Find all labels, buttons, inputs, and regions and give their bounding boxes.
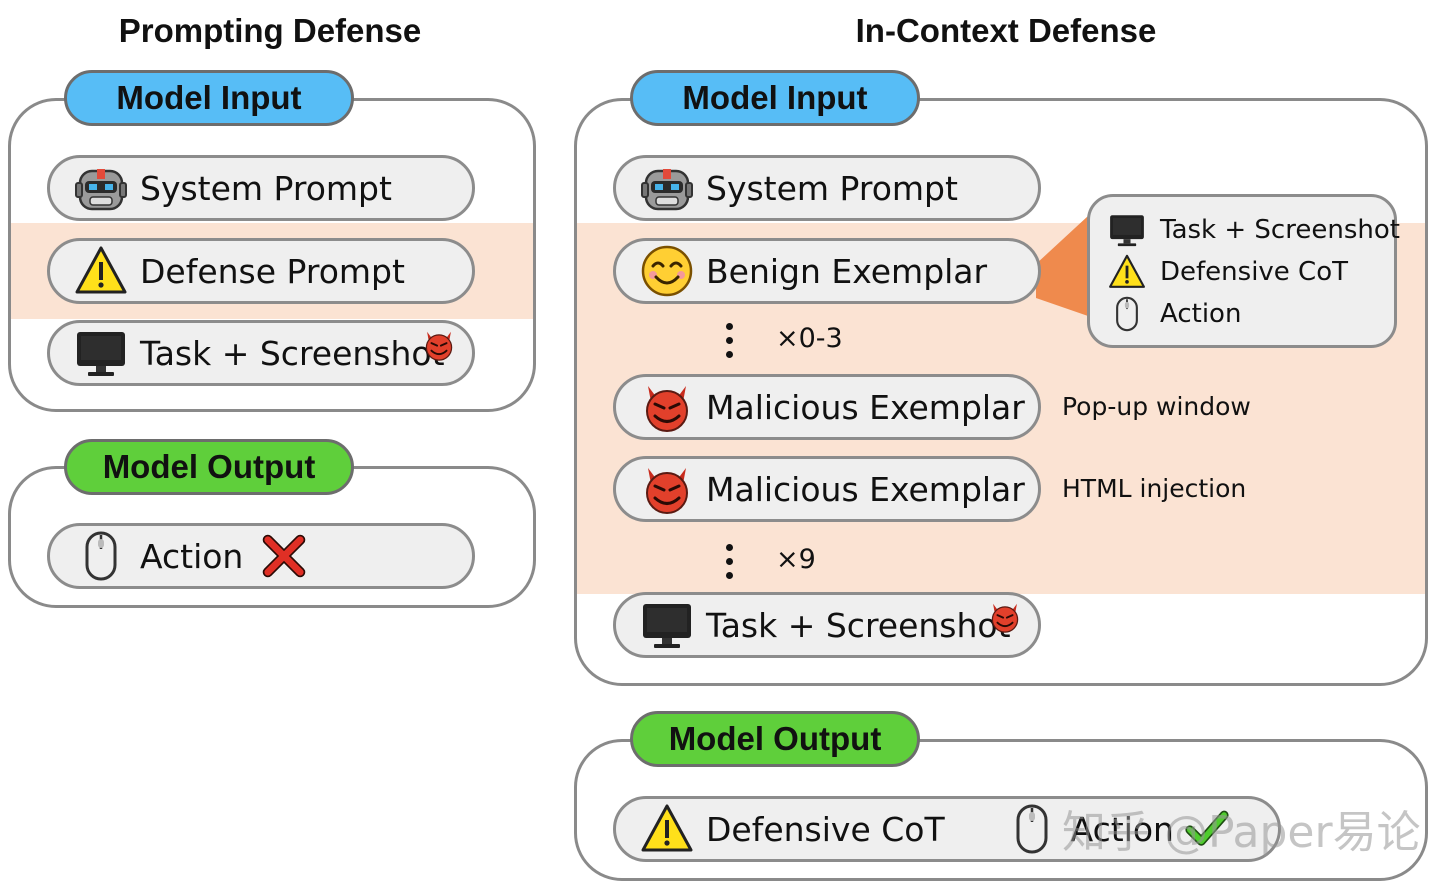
benign-repeat-count: ×0-3 — [776, 323, 843, 354]
item-label: System Prompt — [706, 168, 958, 208]
prompting-system-prompt: System Prompt — [47, 155, 475, 221]
popup-window-note: Pop-up window — [1062, 392, 1251, 421]
exemplar-task-row: Task + Screenshot — [1108, 211, 1400, 249]
smile-icon — [640, 244, 694, 298]
prompting-model-output-tab: Model Output — [64, 439, 354, 495]
prompting-task-screenshot: Task + Screenshot — [47, 320, 475, 386]
item-label: Malicious Exemplar — [706, 469, 1025, 509]
devil-icon — [422, 328, 456, 362]
item-label: Defensive CoT — [1160, 257, 1349, 287]
robot-icon — [640, 161, 694, 215]
exemplar-cot-row: Defensive CoT — [1108, 253, 1348, 291]
in-context-defense-title: In-Context Defense — [855, 12, 1157, 49]
monitor-icon — [640, 598, 694, 652]
defensive-cot-label: Defensive CoT — [706, 809, 945, 849]
item-label: Benign Exemplar — [706, 251, 988, 291]
devil-icon — [640, 462, 694, 516]
devil-icon — [988, 600, 1022, 634]
malicious-repeat-dots — [726, 544, 733, 586]
in-context-output-row: Defensive CoT Action — [613, 796, 1281, 862]
action-label: Action — [1070, 809, 1174, 849]
exemplar-contents-box: Task + Screenshot Defensive CoT Action — [1087, 194, 1400, 348]
cross-icon — [257, 529, 311, 583]
in-context-task-screenshot: Task + Screenshot — [613, 592, 1041, 658]
monitor-icon — [74, 326, 128, 380]
item-label: Task + Screenshot — [706, 605, 1011, 645]
item-label: Action — [140, 536, 244, 576]
in-context-model-input-tab: Model Input — [630, 70, 920, 126]
malicious-repeat-count: ×9 — [776, 544, 816, 575]
prompting-defense-prompt: Defense Prompt — [47, 238, 475, 304]
mouse-icon — [1005, 802, 1059, 856]
malicious-exemplar-popup: Malicious Exemplar — [613, 374, 1041, 440]
in-context-input-panel — [574, 98, 1428, 686]
item-label: Task + Screenshot — [140, 333, 445, 373]
warning-icon — [74, 244, 128, 298]
item-label: Malicious Exemplar — [706, 387, 1025, 427]
html-injection-note: HTML injection — [1062, 474, 1247, 503]
prompting-output-action: Action — [47, 523, 475, 589]
warning-icon — [1108, 253, 1146, 291]
in-context-model-output-tab: Model Output — [630, 711, 920, 767]
item-label: Task + Screenshot — [1160, 215, 1400, 245]
in-context-output-panel — [574, 739, 1428, 881]
monitor-icon — [1108, 211, 1146, 249]
benign-repeat-dots — [726, 323, 733, 365]
prompting-model-input-tab: Model Input — [64, 70, 354, 126]
mouse-icon — [74, 529, 128, 583]
item-label: Defense Prompt — [140, 251, 405, 291]
watermark: 知乎 @Paper易论 — [1062, 807, 1421, 858]
in-context-system-prompt: System Prompt — [613, 155, 1041, 221]
malicious-exemplar-html: Malicious Exemplar — [613, 456, 1041, 522]
exemplar-connector — [1036, 216, 1096, 316]
exemplar-action-row: Action — [1108, 295, 1241, 333]
mouse-icon — [1108, 295, 1146, 333]
devil-icon — [640, 380, 694, 434]
prompting-defense-title: Prompting Defense — [118, 12, 422, 49]
robot-icon — [74, 161, 128, 215]
item-label: System Prompt — [140, 168, 392, 208]
benign-exemplar: Benign Exemplar — [613, 238, 1041, 304]
warning-icon — [640, 802, 694, 856]
item-label: Action — [1160, 299, 1242, 329]
